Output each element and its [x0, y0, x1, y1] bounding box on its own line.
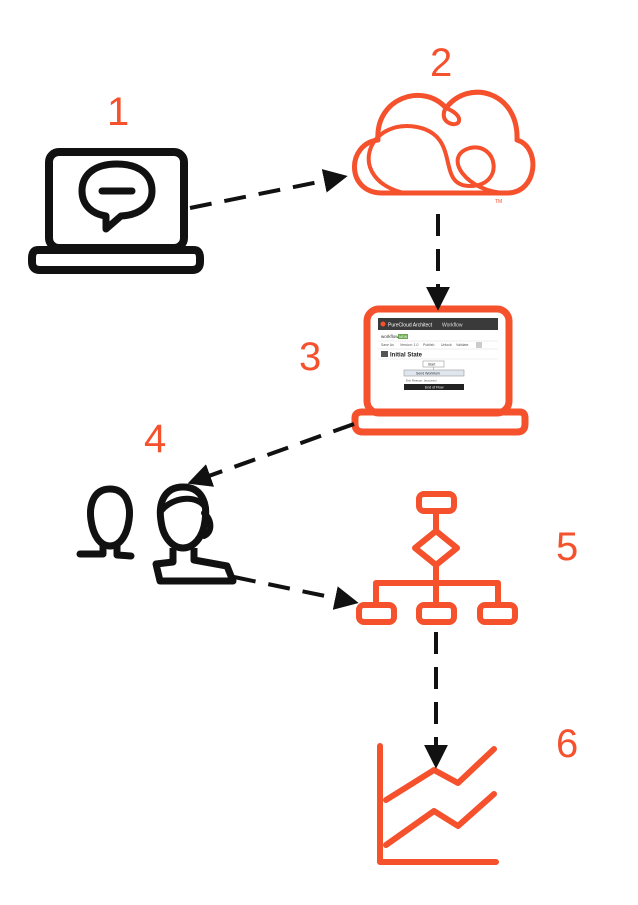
toolbar-publish: Publish — [423, 343, 435, 347]
step-number-1: 1 — [107, 90, 130, 134]
male-user-icon — [76, 485, 135, 560]
task-node — [403, 369, 465, 377]
toolbar-menu-icon — [476, 342, 482, 348]
end-label: End of Flow — [425, 386, 444, 390]
step-number-4: 4 — [144, 417, 167, 461]
connector-arrows — [187, 169, 450, 769]
screen-header — [378, 318, 498, 330]
step-number-5: 5 — [556, 525, 579, 569]
toolbar-version: Version: 1.0 — [400, 343, 419, 347]
cloud-icon: TM — [352, 89, 536, 205]
task-label: Send WorkItem — [416, 372, 440, 376]
flow-badge: NEW — [399, 335, 408, 339]
app-logo-icon — [380, 321, 386, 327]
screen-header-crumb: Workflow — [442, 323, 463, 329]
flow-name: workflow — [381, 334, 399, 339]
task-field: Exit Reason: (success) — [406, 379, 437, 383]
laptop-chat-icon — [28, 148, 204, 274]
step-number-2: 2 — [430, 41, 453, 85]
trademark-mark: TM — [495, 199, 502, 205]
two-users-icon — [76, 483, 237, 585]
arrow-3-to-4 — [187, 422, 355, 487]
line-chart-icon — [377, 743, 499, 865]
screen-header-title: PureCloud Architect — [388, 323, 433, 329]
flowchart-icon — [356, 491, 518, 625]
female-user-icon — [152, 483, 237, 585]
end-node — [404, 384, 464, 390]
start-label: Start — [428, 363, 435, 367]
step-number-6: 6 — [556, 722, 579, 766]
toolbar-save-as: Save As — [381, 343, 394, 347]
step-number-3: 3 — [299, 335, 322, 379]
architect-screen: PureCloud Architect Workflow workflow NE… — [378, 318, 498, 404]
chat-bubble-icon — [78, 160, 156, 233]
state-title: Initial State — [390, 353, 423, 359]
state-icon — [381, 351, 388, 357]
toolbar-unlock: Unlock — [441, 343, 452, 347]
toolbar-validate: Validate — [456, 343, 468, 347]
laptop-architect-icon: PureCloud Architect Workflow workflow NE… — [351, 305, 529, 436]
arrow-1-to-2 — [189, 169, 348, 210]
arrow-4-to-5 — [233, 575, 359, 610]
